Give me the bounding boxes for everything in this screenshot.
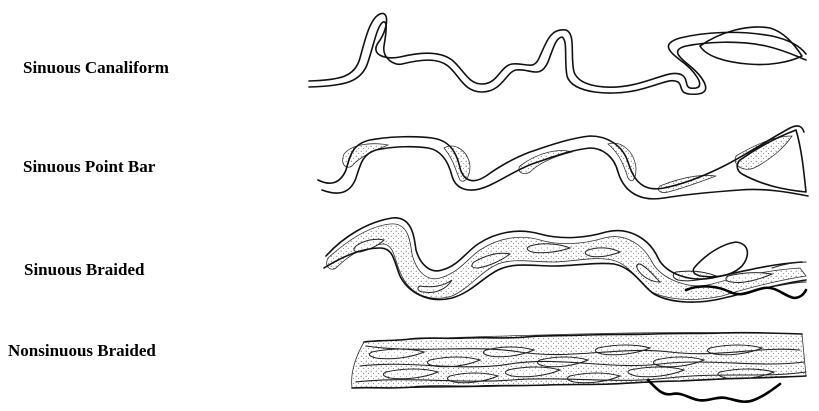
sinuous-canaliform-channel xyxy=(309,13,806,94)
sinuous-point-bar-channel xyxy=(318,126,808,199)
sinuous-braided-channel xyxy=(324,218,806,302)
nonsinuous-braided-channel xyxy=(352,333,806,402)
